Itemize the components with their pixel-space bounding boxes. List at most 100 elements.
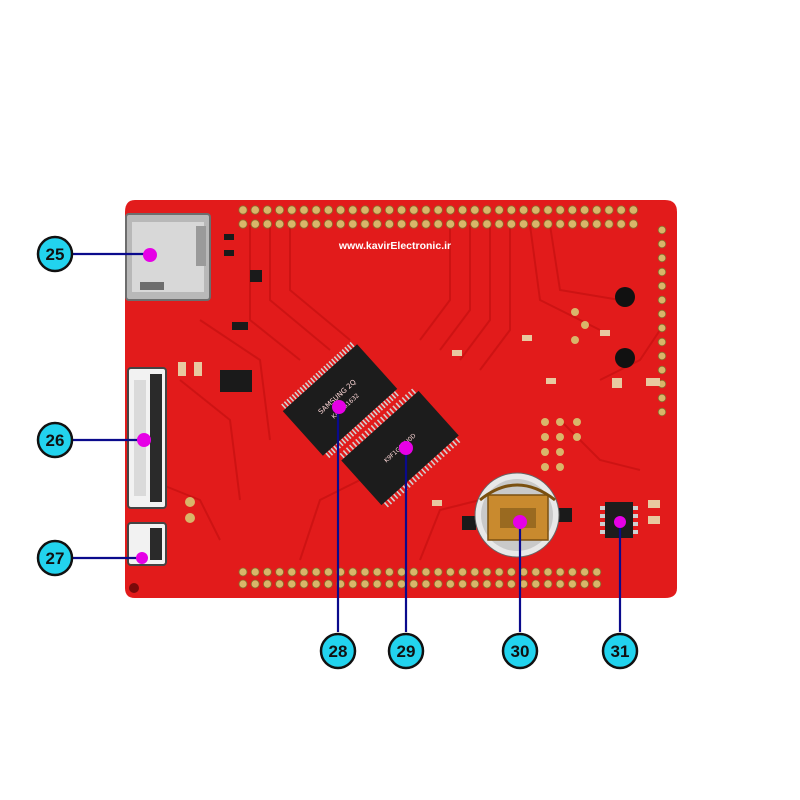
chip-pin [294, 391, 300, 398]
header-pin [384, 219, 394, 229]
chip-pin [344, 346, 350, 353]
header-pin [287, 579, 297, 589]
chip-pin [448, 443, 455, 449]
header-pin [409, 205, 419, 215]
callout-badge-29: 29 [387, 632, 425, 670]
header-pin [287, 205, 297, 215]
header-pin [657, 337, 667, 347]
chip-pin [427, 462, 433, 469]
header-pin [518, 219, 529, 229]
header-pin [250, 579, 260, 589]
header-pin [250, 567, 260, 577]
header-pin [555, 219, 565, 229]
header-pin [657, 393, 667, 403]
header-pin [506, 567, 516, 577]
header-pin [421, 567, 431, 577]
header-pin [384, 567, 394, 577]
header-pin [433, 205, 443, 215]
header-pin [323, 219, 333, 229]
chip-pin [396, 490, 402, 497]
chip-pin [393, 493, 399, 500]
header-pin [657, 323, 667, 333]
header-pin [567, 205, 578, 215]
chip-pin [392, 405, 398, 411]
callout-lines [72, 252, 622, 632]
callout-badge-25: 25 [36, 235, 74, 273]
chip-pin [375, 407, 381, 414]
chip-pin [345, 447, 352, 453]
chip-pin [408, 479, 414, 486]
chip-pin [281, 403, 287, 410]
chip-pin [373, 422, 379, 428]
chip-pin [439, 451, 445, 458]
chip-pin [436, 454, 442, 460]
header-pin [657, 407, 667, 417]
header-pin [421, 579, 431, 589]
header-pin [482, 219, 492, 229]
header-pin [579, 219, 590, 229]
chip-pin [377, 405, 384, 411]
header-pin [531, 219, 541, 229]
header-pin [494, 219, 504, 229]
header-pin [335, 205, 346, 215]
callout-label-29: 29 [397, 642, 416, 661]
chip-pin [393, 390, 399, 397]
silkscreen-url: www.kavirElectronic.ir [338, 240, 451, 252]
chip-pin [315, 372, 321, 379]
header-pin [299, 567, 309, 577]
chip-pin [352, 441, 358, 448]
marker-28 [332, 400, 346, 414]
component-markers [136, 248, 626, 564]
header-pin [372, 205, 382, 215]
header-pin [543, 567, 553, 577]
chip-pin [386, 499, 393, 505]
header-pin [323, 567, 333, 577]
callout-label-27: 27 [46, 549, 65, 568]
header-pin [657, 309, 667, 319]
header-pin [287, 219, 297, 229]
header-pin [657, 351, 667, 361]
chip-pin [299, 386, 305, 393]
header-pin [531, 567, 541, 577]
header-pin [299, 579, 309, 589]
chip-pin [411, 476, 417, 483]
chip-pin [327, 450, 334, 456]
header-pin [457, 219, 468, 229]
chip-pin [328, 360, 334, 367]
header-pin [433, 567, 443, 577]
chip-pin [349, 341, 355, 348]
header-pin [567, 219, 578, 229]
marker-26 [137, 433, 151, 447]
chip-pin [348, 444, 355, 450]
header-pin [409, 567, 419, 577]
sd-card-slot [125, 213, 211, 301]
chip-pin [369, 412, 376, 418]
chip-pin [339, 452, 345, 459]
coin-cell-holder [462, 472, 572, 558]
header-pin [482, 205, 492, 215]
chip-pin [355, 438, 361, 445]
callout-badge-27: 27 [36, 539, 74, 577]
header-pin [543, 579, 553, 589]
chip-pin [346, 344, 353, 350]
header-pin [470, 219, 480, 229]
chip-pin [338, 440, 344, 447]
header-pin [384, 579, 394, 589]
chip-pin [342, 450, 348, 456]
header-pin [616, 205, 626, 215]
chip-pin [286, 398, 292, 405]
chip-pin [341, 438, 347, 444]
header-pin [372, 219, 382, 229]
chip-pin [341, 349, 347, 355]
header-pin [360, 567, 370, 577]
header-pin [531, 205, 541, 215]
header-pin [348, 567, 358, 577]
header-pin [409, 219, 419, 229]
chip-pin [383, 400, 389, 406]
header-pin [657, 281, 667, 291]
header-pin [543, 205, 553, 215]
header-pin [580, 579, 589, 589]
header-pin [568, 567, 577, 577]
chip-pin [417, 471, 424, 477]
header-pin [445, 579, 455, 589]
